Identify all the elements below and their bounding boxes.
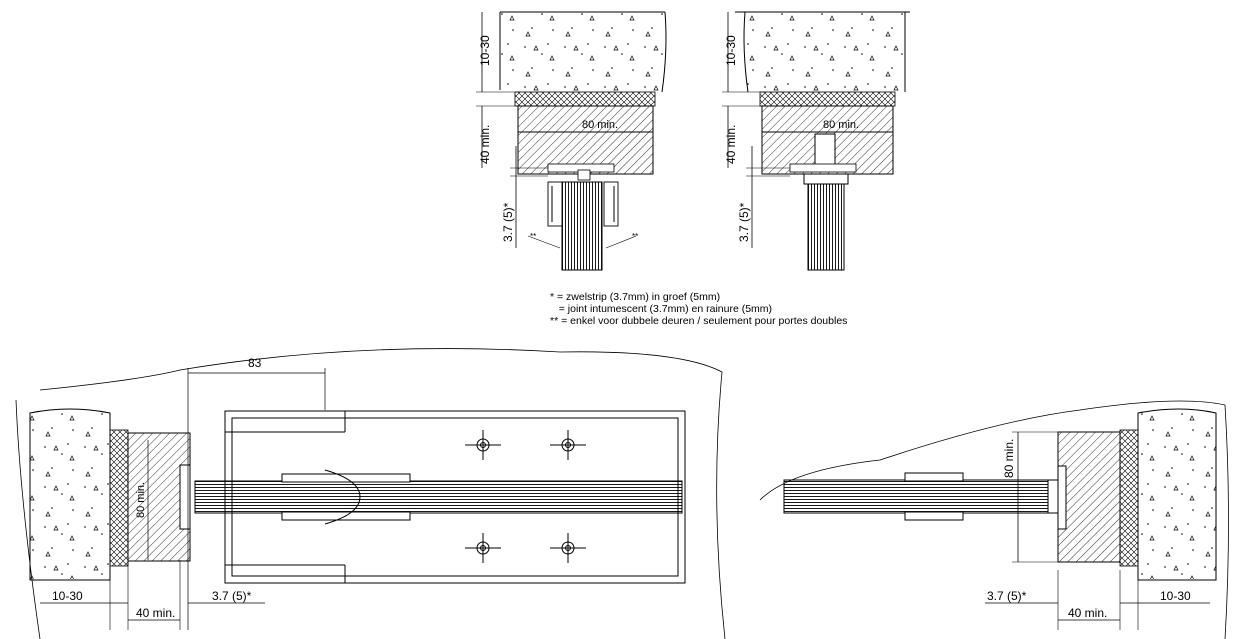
top-left-section: 10-30 40 min. 3.7 (5)* 80 min. ** ** xyxy=(476,11,667,271)
dim-top-left-10-30: 10-30 xyxy=(478,35,492,66)
legend-note-3: ** = enkel voor dubbele deuren / seuleme… xyxy=(550,315,848,327)
legend-note-1: * = zwelstrip (3.7mm) in groef (5mm) xyxy=(550,291,721,303)
dim-bottom-right-80: 80 min. xyxy=(1002,439,1016,478)
bottom-right-section: 80 min. 3.7 (5)* 40 min. 10-30 xyxy=(759,400,1229,639)
legend-note-2: = joint intumescent (3.7mm) en rainure (… xyxy=(550,303,773,315)
dim-top-right-10-30: 10-30 xyxy=(724,35,738,66)
dim-bottom-left-10-30: 10-30 xyxy=(52,589,83,603)
bottom-left-section: 83 80 min. 10-30 40 min. 3.7 (5)* xyxy=(15,348,726,639)
dim-top-left-star-l: ** xyxy=(530,232,536,241)
dim-bottom-left-80: 80 min. xyxy=(135,482,147,518)
dim-top-left-80: 80 min. xyxy=(582,119,618,131)
top-right-section: 10-30 40 min. 3.7 (5)* 80 min. xyxy=(722,11,910,271)
dim-bottom-left-40: 40 min. xyxy=(136,606,175,620)
dim-bottom-right-10-30: 10-30 xyxy=(1160,589,1191,603)
dim-bottom-83: 83 xyxy=(248,356,262,370)
dim-top-left-star-r: ** xyxy=(632,232,638,241)
dim-top-right-80: 80 min. xyxy=(823,119,859,131)
dim-top-left-37: 3.7 (5)* xyxy=(501,202,515,242)
dim-top-left-40: 40 min. xyxy=(478,125,492,164)
dim-top-right-40: 40 min. xyxy=(724,125,738,164)
dim-bottom-left-37: 3.7 (5)* xyxy=(212,589,252,603)
dim-top-right-37: 3.7 (5)* xyxy=(737,202,751,242)
dim-bottom-right-37: 3.7 (5)* xyxy=(987,589,1027,603)
dim-bottom-right-40: 40 min. xyxy=(1068,606,1107,620)
